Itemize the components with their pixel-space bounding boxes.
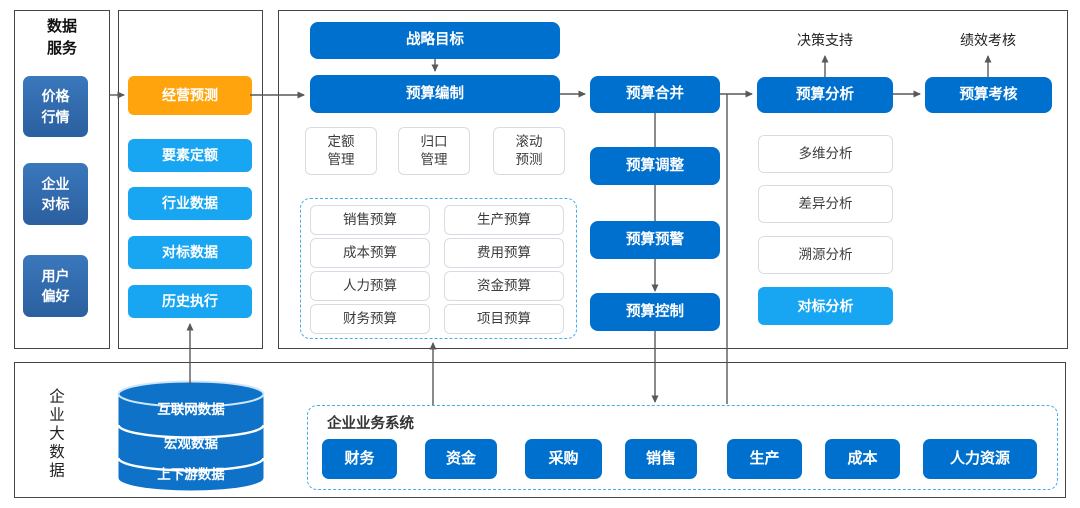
node-budget-finance: 财务预算: [310, 304, 430, 334]
label-decision-support: 决策支持: [797, 32, 853, 48]
node-analysis-variance: 差异分析: [758, 185, 893, 223]
node-budget-expense: 费用预算: [444, 238, 564, 268]
node-sys-sales: 销售: [625, 439, 697, 479]
node-business-forecast: 经营预测: [128, 76, 252, 115]
node-budget-merge: 预算合并: [590, 76, 720, 113]
node-budget-analysis: 预算分析: [757, 77, 893, 113]
node-budget-compile: 预算编制: [310, 75, 560, 113]
node-industry-data: 行业数据: [128, 187, 252, 220]
node-sys-hr: 人力资源: [923, 439, 1037, 479]
node-sys-capital: 资金: [425, 439, 497, 479]
node-user-preference: 用户 偏好: [23, 255, 88, 317]
data-services-title: 数据 服务: [46, 18, 77, 57]
node-centralized-mgmt: 归口 管理: [398, 127, 470, 175]
node-sys-production: 生产: [727, 439, 802, 479]
node-quota-mgmt: 定额 管理: [305, 127, 377, 175]
node-rolling-forecast: 滚动 预测: [493, 127, 565, 175]
node-analysis-tracing: 溯源分析: [758, 236, 893, 274]
node-price-quote: 价格 行情: [23, 76, 88, 137]
node-budget-sales: 销售预算: [310, 205, 430, 235]
node-budget-capital: 资金预算: [444, 271, 564, 301]
node-enterprise-benchmark: 企业 对标: [23, 163, 88, 225]
bigdata-title: 企业大数据: [47, 388, 64, 481]
node-budget-project: 项目预算: [444, 304, 564, 334]
node-sys-finance: 财务: [322, 439, 397, 479]
node-analysis-benchmark: 对标分析: [758, 287, 893, 325]
node-sys-cost: 成本: [825, 439, 900, 479]
node-budget-adjust: 预算调整: [590, 147, 720, 185]
node-analysis-multidim: 多维分析: [758, 135, 893, 173]
node-budget-production: 生产预算: [444, 205, 564, 235]
node-budget-assessment: 预算考核: [925, 77, 1052, 113]
node-history-execution: 历史执行: [128, 285, 252, 318]
node-sys-procurement: 采购: [525, 439, 602, 479]
node-strategy-goal: 战略目标: [310, 22, 560, 59]
node-budget-cost: 成本预算: [310, 238, 430, 268]
node-budget-control: 预算控制: [590, 293, 720, 331]
node-factor-quota: 要素定额: [128, 139, 252, 172]
node-budget-warning: 预算预警: [590, 221, 720, 259]
node-benchmark-data: 对标数据: [128, 236, 252, 269]
business-systems-title: 企业业务系统: [327, 416, 414, 432]
node-budget-hr: 人力预算: [310, 271, 430, 301]
label-performance-review: 绩效考核: [960, 32, 1016, 48]
